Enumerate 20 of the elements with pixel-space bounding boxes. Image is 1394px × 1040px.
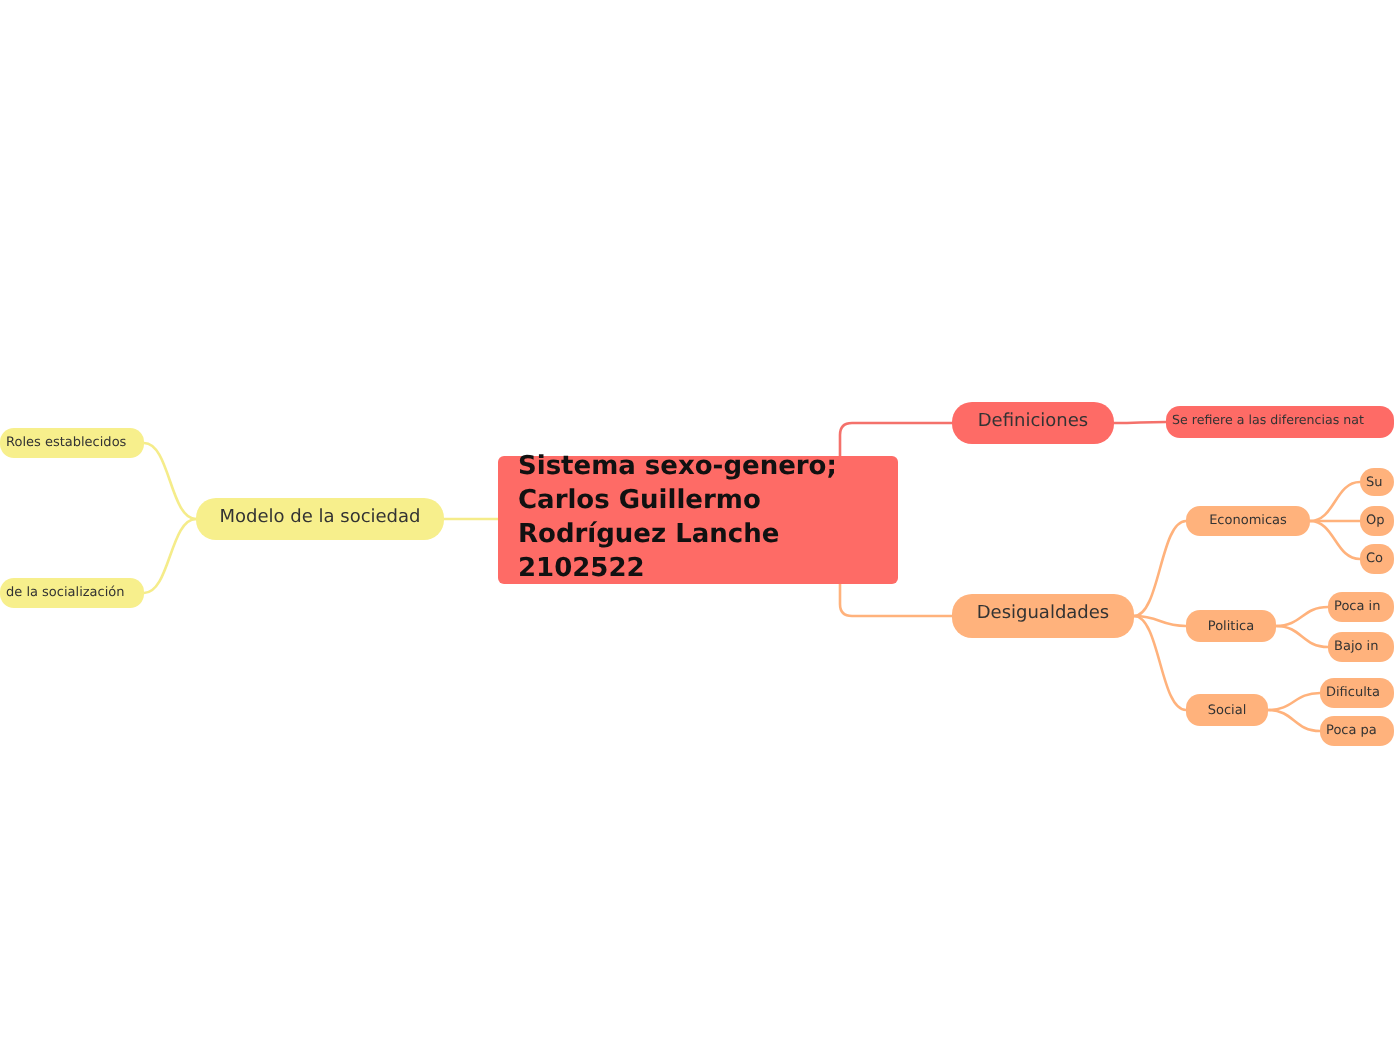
connector-line [1133,614,1187,628]
topic-box: Definiciones [952,402,1114,444]
topic-box: Modelo de la sociedad [196,498,444,540]
connector-line [1114,420,1166,425]
connector-line [1309,480,1361,523]
connector-line [1133,614,1187,712]
central-topic-box: Sistema sexo-genero; Carlos Guillermo Rodríguez Lanche 2102522 [498,456,898,584]
connector-line [444,517,498,521]
connector-line [838,421,952,456]
connector-line [838,584,952,618]
connector-line [1133,519,1187,618]
connector-line [1310,519,1360,523]
connector-line [143,441,197,521]
connector-line [1275,605,1329,628]
connector-line [1309,519,1361,561]
connector-line [1267,708,1321,733]
connector-line [1275,624,1329,649]
topic-box: Desigualdades [952,594,1134,638]
connector-line [143,517,197,595]
connector-line [1267,691,1321,712]
